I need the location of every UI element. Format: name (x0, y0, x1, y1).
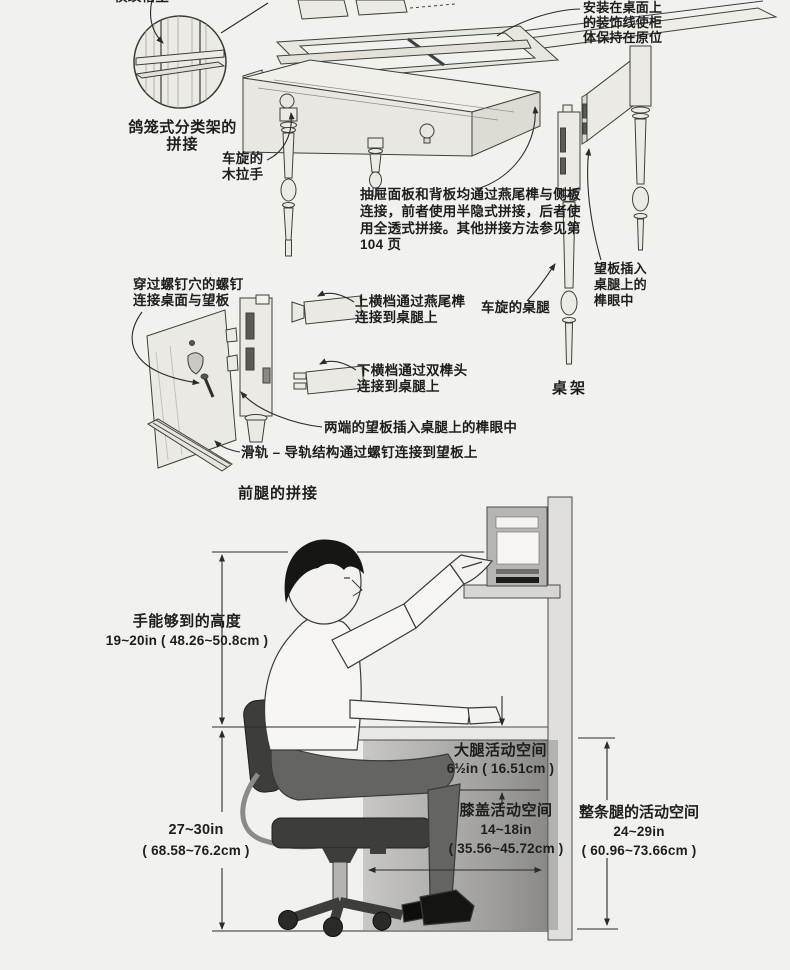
front-left-leg (279, 107, 298, 257)
desk-height-cm: ( 68.58~76.2cm ) (142, 842, 250, 858)
thigh-clearance-label: 大腿活动空间 6½in ( 16.51cm ) (418, 742, 583, 777)
pigeonhole-caption-line2: 拼接 (166, 136, 199, 154)
apron-insert-note: 望板插入 桌腿上的 榫眼中 (594, 261, 647, 308)
desk-top (354, 726, 549, 741)
desk-height-in: 27~30in (168, 822, 224, 838)
table-frame-caption: 桌架 (552, 380, 589, 397)
cross-grain-groove-label: 横纹槽里 (114, 0, 169, 5)
front-leg-joint-caption: 前腿的拼接 (238, 485, 319, 502)
reach-height-value: 19~20in ( 48.26~50.8cm ) (105, 633, 269, 649)
turned-leg-label: 车旋的桌腿 (481, 300, 550, 315)
pigeonhole-caption-line1: 鸽笼式分类架的 (128, 119, 237, 136)
pigeonhole-caption: 鸽笼式分类架的 拼接 (95, 119, 270, 154)
seated-person (263, 539, 503, 926)
wall-shelf (463, 584, 561, 599)
knee-clearance-label: 膝盖活动空间 14~18in ( 35.56~45.72cm ) (420, 802, 592, 856)
leader-lines-top (131, 0, 602, 453)
full-leg-clearance-cm: ( 60.96~73.66cm ) (581, 842, 697, 858)
magnifier-detail (133, 15, 227, 109)
shelf-cabinet (486, 506, 548, 587)
knee-clearance-cm: ( 35.56~45.72cm ) (448, 840, 564, 856)
desk-height-label: 27~30in ( 68.58~76.2cm ) (112, 822, 280, 858)
dimension-lines (212, 551, 618, 932)
office-chair (240, 699, 433, 937)
reach-height-label: 手能够到的高度 19~20in ( 48.26~50.8cm ) (98, 613, 276, 649)
screw-pocket-note: 穿过螺钉穴的螺钉 连接桌面与望板 (133, 277, 244, 308)
drawer-joinery-note: 抽屉面板和背板均通过燕尾榫与侧板 连接，前者使用半隐式拼接，后者使 用全透式拼接… (360, 187, 581, 253)
apron-ends-note: 两端的望板插入桌腿上的榫眼中 (324, 420, 518, 435)
ergonomics-figure (212, 496, 618, 941)
knee-clearance-in: 14~18in (480, 822, 532, 838)
thigh-clearance-value: 6½in ( 16.51cm ) (446, 761, 555, 777)
exploded-desk-drawing (242, 0, 778, 365)
lower-rail-note: 下横档通过双榫头 连接到桌腿上 (357, 363, 468, 394)
molding-note: 安装在桌面上 的装饰线使柜 体保持在原位 (583, 0, 663, 45)
turned-knob-label: 车旋的 木拉手 (222, 151, 264, 182)
table-frame-assembly (557, 45, 652, 365)
full-leg-clearance-in: 24~29in (613, 824, 665, 840)
full-leg-clearance-label: 整条腿的活动空间 24~29in ( 60.96~73.66cm ) (563, 804, 715, 858)
front-leg-joint-drawing (146, 294, 365, 472)
middle-leg (367, 137, 384, 197)
slide-rail-note: 滑轨 – 导轨结构通过螺钉连接到望板上 (241, 445, 478, 460)
upper-rail-note: 上横档通过燕尾榫 连接到桌腿上 (355, 294, 466, 325)
